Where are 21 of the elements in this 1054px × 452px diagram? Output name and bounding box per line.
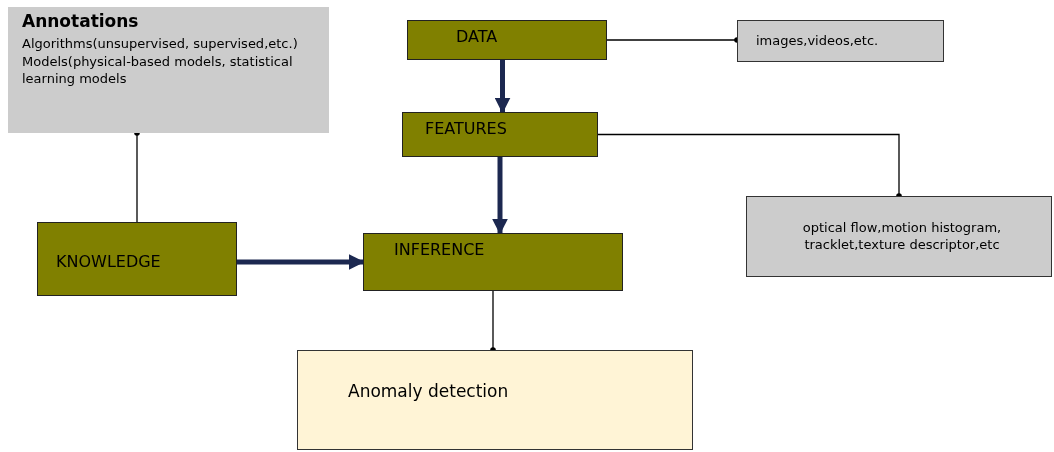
result-box <box>297 350 693 450</box>
note-box <box>8 7 329 133</box>
box-heading: Annotations <box>22 11 139 32</box>
note-box <box>737 20 944 62</box>
process-box <box>402 112 598 157</box>
box-label: INFERENCE <box>394 240 485 260</box>
box-label: KNOWLEDGE <box>56 252 161 272</box>
arrow <box>494 60 511 114</box>
box-label: Anomaly detection <box>348 381 509 403</box>
box-text: Models(physical-based models, statistical learning models <box>22 52 294 89</box>
arrow <box>492 157 508 235</box>
process-box <box>407 20 607 60</box>
box-label: FEATURES <box>425 119 507 139</box>
box-text: Algorithms(unsupervised, supervised,etc.) <box>22 35 298 53</box>
process-box <box>363 233 623 291</box>
process-box <box>37 222 237 296</box>
box-label: images,videos,etc. <box>756 32 879 50</box>
arrow <box>237 254 365 270</box>
box-label: optical flow,motion histogram, tracklet,texture descriptor,etc <box>801 220 1003 253</box>
note-box <box>746 196 1052 277</box>
box-label: DATA <box>456 27 498 47</box>
